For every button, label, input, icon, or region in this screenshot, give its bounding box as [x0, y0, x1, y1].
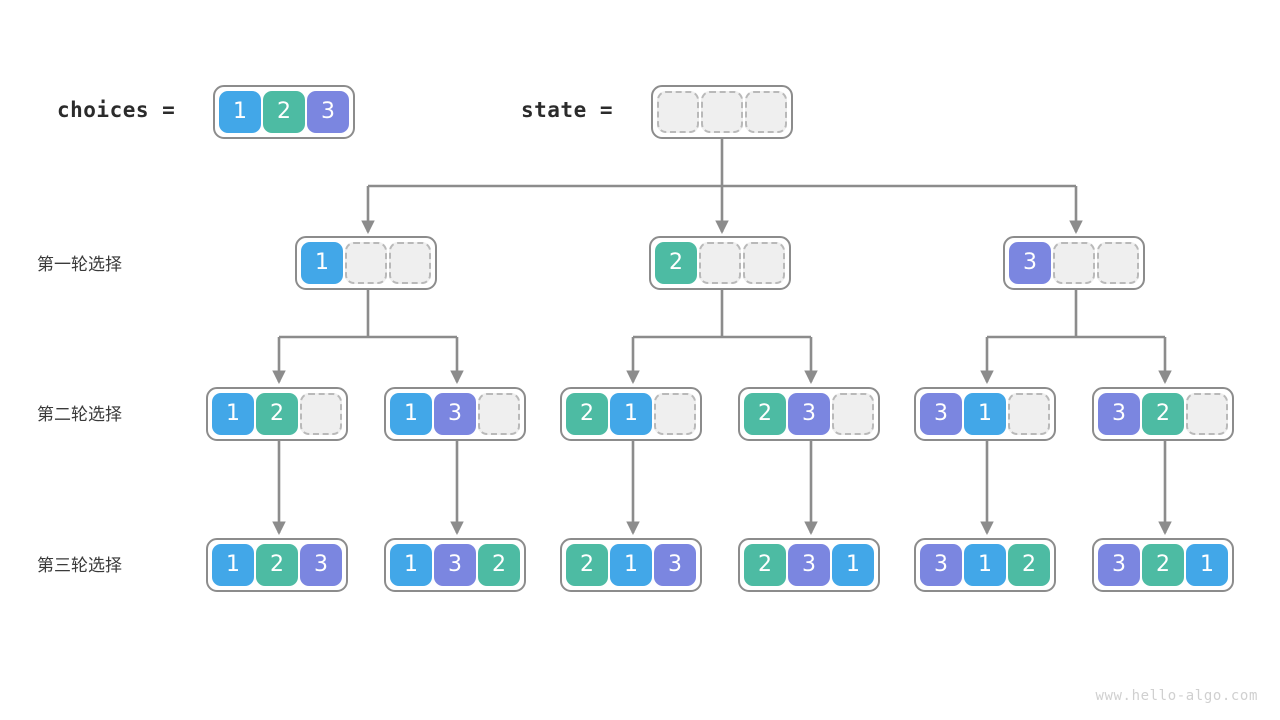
r3-c1-cell-1: 3: [434, 544, 476, 586]
r1-c2-cell-0: 3: [1009, 242, 1051, 284]
r3-c3-cell-0: 2: [744, 544, 786, 586]
r2-c4-cell-0: 3: [920, 393, 962, 435]
tree-node-r1-c1: 2: [649, 236, 791, 290]
state-label: state =: [521, 98, 614, 122]
r1-c1-cell-2: [743, 242, 785, 284]
r3-c1-cell-2: 2: [478, 544, 520, 586]
r3-c0-cell-0: 1: [212, 544, 254, 586]
r3-c1-cell-0: 1: [390, 544, 432, 586]
row-label-round-3: 第三轮选择: [37, 556, 122, 576]
r2-c0-cell-1: 2: [256, 393, 298, 435]
r2-c4-cell-2: [1008, 393, 1050, 435]
r2-c5-cell-0: 3: [1098, 393, 1140, 435]
r2-c0-cell-2: [300, 393, 342, 435]
r2-c2-cell-0: 2: [566, 393, 608, 435]
r2-c2-cell-2: [654, 393, 696, 435]
r1-c0-cell-1: [345, 242, 387, 284]
r1-c1-cell-1: [699, 242, 741, 284]
r1-c2-cell-2: [1097, 242, 1139, 284]
r1-c0-cell-2: [389, 242, 431, 284]
choices-label: choices =: [57, 98, 176, 122]
r2-c4-cell-1: 1: [964, 393, 1006, 435]
r3-c4-cell-2: 2: [1008, 544, 1050, 586]
r2-c5-cell-1: 2: [1142, 393, 1184, 435]
r3-c0-cell-1: 2: [256, 544, 298, 586]
state-cell-0: [657, 91, 699, 133]
r3-c3-cell-2: 1: [832, 544, 874, 586]
r3-c5-cell-0: 3: [1098, 544, 1140, 586]
r3-c2-cell-0: 2: [566, 544, 608, 586]
r3-c0-cell-2: 3: [300, 544, 342, 586]
r2-c3-cell-0: 2: [744, 393, 786, 435]
tree-node-r1-c2: 3: [1003, 236, 1145, 290]
r3-c2-cell-1: 1: [610, 544, 652, 586]
r2-c1-cell-1: 3: [434, 393, 476, 435]
r2-c1-cell-0: 1: [390, 393, 432, 435]
r3-c4-cell-1: 1: [964, 544, 1006, 586]
choices-cell-2: 3: [307, 91, 349, 133]
r3-c4-cell-0: 3: [920, 544, 962, 586]
r2-c2-cell-1: 1: [610, 393, 652, 435]
r2-c3-cell-2: [832, 393, 874, 435]
r2-c3-cell-1: 3: [788, 393, 830, 435]
r1-c0-cell-0: 1: [301, 242, 343, 284]
r3-c5-cell-2: 1: [1186, 544, 1228, 586]
tree-node-r1-c0: 1: [295, 236, 437, 290]
r1-c2-cell-1: [1053, 242, 1095, 284]
r3-c3-cell-1: 3: [788, 544, 830, 586]
state-cell-2: [745, 91, 787, 133]
row-label-round-2: 第二轮选择: [37, 405, 122, 425]
state-cell-1: [701, 91, 743, 133]
r1-c1-cell-0: 2: [655, 242, 697, 284]
r2-c5-cell-2: [1186, 393, 1228, 435]
r2-c1-cell-2: [478, 393, 520, 435]
choices-cell-1: 2: [263, 91, 305, 133]
state-array: [651, 85, 793, 139]
watermark: www.hello-algo.com: [1095, 688, 1258, 704]
choices-cell-0: 1: [219, 91, 261, 133]
r2-c0-cell-0: 1: [212, 393, 254, 435]
r3-c2-cell-2: 3: [654, 544, 696, 586]
row-label-round-1: 第一轮选择: [37, 255, 122, 275]
r3-c5-cell-1: 2: [1142, 544, 1184, 586]
